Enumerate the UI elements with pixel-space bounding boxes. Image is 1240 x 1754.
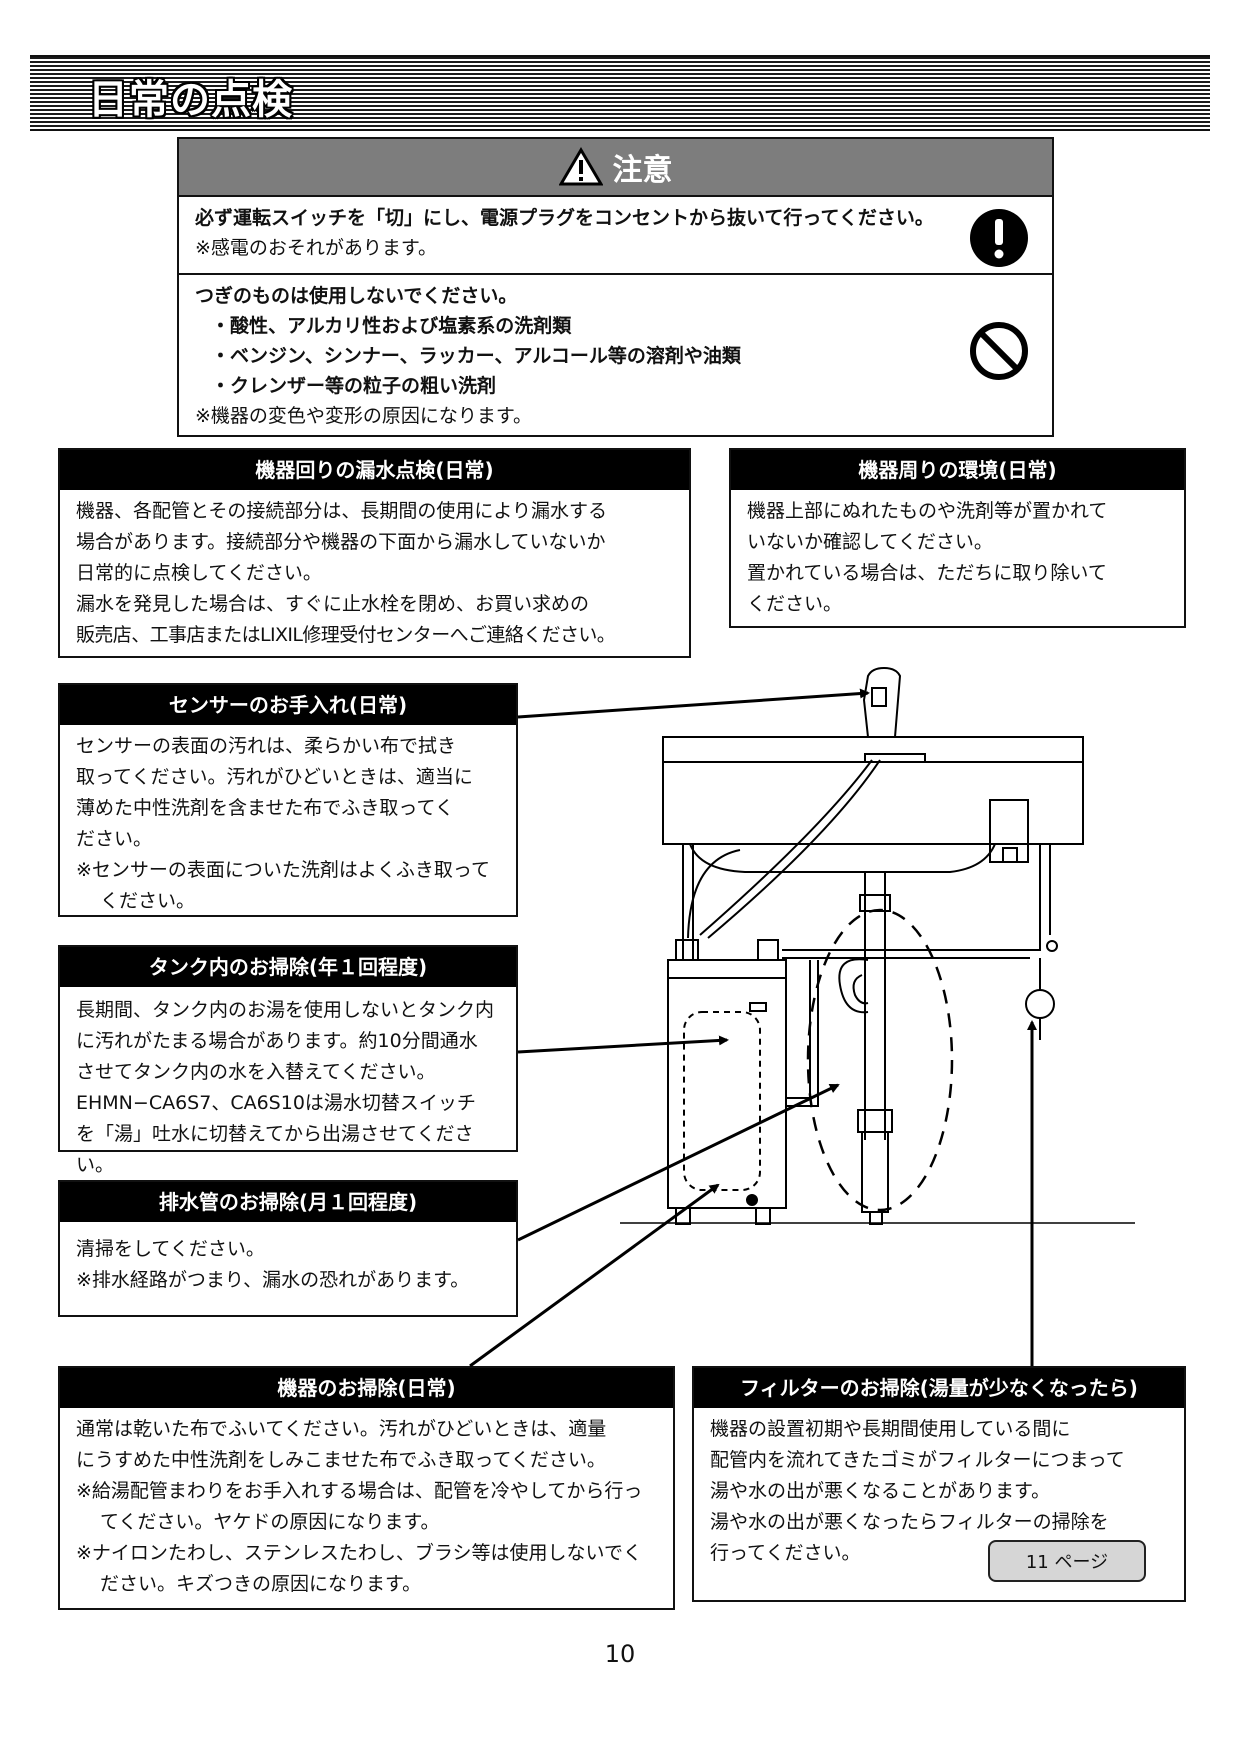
environment-section: 機器周りの環境(日常) 機器上部にぬれたものや洗剤等が置かれて いないか確認して…	[729, 448, 1186, 628]
body-line: 漏水を発見した場合は、すぐに止水栓を閉め、お買い求めの	[76, 593, 590, 615]
body-line: 場合があります。接続部分や機器の下面から漏水していないか	[76, 531, 606, 553]
caution-list-item: ・クレンザー等の粒子の粗い洗剤	[211, 375, 497, 397]
body-line: 置かれている場合は、ただちに取り除いて	[747, 562, 1107, 584]
warning-triangle-icon	[558, 147, 603, 186]
body-line: 通常は乾いた布でふいてください。汚れがひどいときは、適量	[76, 1418, 607, 1440]
section-body: 機器上部にぬれたものや洗剤等が置かれて いないか確認してください。 置かれている…	[731, 490, 1184, 626]
body-line: させてタンク内の水を入替えてください。	[76, 1061, 436, 1083]
unit-arrow	[469, 1183, 720, 1368]
body-line: EHMN−CA6S7、CA6S10は湯水切替スイッチ	[76, 1092, 476, 1114]
body-line: 行ってください。	[710, 1542, 861, 1564]
body-note: ※センサーの表面についた洗剤はよくふき取ってください。	[76, 859, 490, 912]
body-line: を「湯」吐水に切替えてから出湯させてください。	[76, 1123, 474, 1176]
body-note: ※ナイロンたわし、ステンレスたわし、ブラシ等は使用しないでください。キズつきの原…	[76, 1542, 642, 1595]
title-bar: 日常の点検	[30, 55, 1210, 131]
section-heading: 機器のお掃除(日常)	[60, 1368, 673, 1408]
section-heading: フィルターのお掃除(湯量が少なくなったら)	[694, 1368, 1184, 1408]
body-line: ください。	[747, 593, 843, 615]
section-heading: 機器周りの環境(日常)	[731, 450, 1184, 490]
body-line: 湯や水の出が悪くなったらフィルターの掃除を	[710, 1511, 1109, 1533]
section-body: センサーの表面の汚れは、柔らかい布で拭き 取ってください。汚れがひどいときは、適…	[60, 725, 516, 923]
body-line: ※排水経路がつまり、漏水の恐れがあります。	[76, 1269, 470, 1291]
body-line: 湯や水の出が悪くなることがあります。	[710, 1480, 1051, 1502]
section-body: 通常は乾いた布でふいてください。汚れがひどいときは、適量 にうすめた中性洗剤をし…	[60, 1408, 673, 1606]
unit-clean-section: 機器のお掃除(日常) 通常は乾いた布でふいてください。汚れがひどいときは、適量 …	[58, 1366, 675, 1610]
faucet	[862, 666, 902, 738]
section-body: 清掃をしてください。 ※排水経路がつまり、漏水の恐れがあります。	[60, 1222, 516, 1302]
body-line: 清掃をしてください。	[76, 1238, 265, 1260]
tank-arrow	[517, 1035, 729, 1054]
control-box	[989, 799, 1029, 863]
caution-item-1: 必ず運転スイッチを「切」にし、電源プラグをコンセントから抜いて行ってください。 …	[179, 197, 1052, 275]
body-line: 販売店、工事店またはLIXIL修理受付センターへご連絡ください。	[76, 624, 616, 646]
body-line: 長期間、タンク内のお湯を使用しないとタンク内	[76, 999, 495, 1021]
body-line: いないか確認してください。	[747, 531, 993, 553]
leak-check-section: 機器回りの漏水点検(日常) 機器、各配管とその接続部分は、長期間の使用により漏水…	[58, 448, 691, 658]
caution-item-2: つぎのものは使用しないでください。 ・酸性、アルカリ性および塩素系の洗剤類 ・ベ…	[179, 275, 1052, 439]
section-body: 機器の設置初期や長期間使用している間に 配管内を流れてきたゴミがフィルターにつま…	[694, 1408, 1184, 1575]
mandatory-exclamation-icon	[970, 209, 1028, 267]
body-line: 機器、各配管とその接続部分は、長期間の使用により漏水する	[76, 500, 608, 522]
body-line: センサーの表面の汚れは、柔らかい布で拭き	[76, 735, 457, 757]
body-line: 日常的に点検してください。	[76, 562, 322, 584]
section-heading: タンク内のお掃除(年１回程度)	[60, 947, 516, 987]
caution-list-item: ・ベンジン、シンナー、ラッカー、アルコール等の溶剤や油類	[211, 345, 741, 367]
caution-heading: 注意	[612, 153, 673, 188]
body-line: 機器上部にぬれたものや洗剤等が置かれて	[747, 500, 1108, 522]
caution-box: 注意 必ず運転スイッチを「切」にし、電源プラグをコンセントから抜いて行ってくださ…	[177, 137, 1054, 437]
caution-item-1-text: 必ず運転スイッチを「切」にし、電源プラグをコンセントから抜いて行ってください。	[195, 207, 934, 229]
body-line: 取ってください。汚れがひどいときは、適当に	[76, 766, 473, 788]
page-reference-button[interactable]: 11 ページ	[988, 1540, 1146, 1582]
body-note: ※給湯配管まわりをお手入れする場合は、配管を冷やしてから行ってください。ヤケドの…	[76, 1480, 643, 1533]
prohibited-icon	[970, 322, 1028, 380]
page-title: 日常の点検	[88, 77, 293, 123]
body-line: ださい。	[76, 828, 153, 850]
caution-item-2-text: つぎのものは使用しないでください。	[195, 285, 518, 307]
drain-arrow	[517, 1083, 840, 1242]
section-heading: 排水管のお掃除(月１回程度)	[60, 1182, 516, 1222]
section-body: 長期間、タンク内のお湯を使用しないとタンク内 に汚れがたまる場合があります。約1…	[60, 987, 516, 1187]
page-number: 10	[604, 1640, 636, 1668]
filter-valve	[1025, 989, 1055, 1019]
sensor-arrow	[517, 688, 870, 719]
body-line: に汚れがたまる場合があります。約10分間通水	[76, 1030, 478, 1052]
body-line: 配管内を流れてきたゴミがフィルターにつまって	[710, 1449, 1125, 1471]
caution-list-item: ・酸性、アルカリ性および塩素系の洗剤類	[211, 315, 572, 337]
body-line: 機器の設置初期や長期間使用している間に	[710, 1418, 1071, 1440]
body-line: にうすめた中性洗剤をしみこませた布でふき取ってください。	[76, 1449, 606, 1471]
water-heater-tank	[667, 959, 787, 1209]
drain-highlight-oval	[806, 908, 954, 1212]
section-heading: センサーのお手入れ(日常)	[60, 685, 516, 725]
caution-item-2-note: ※機器の変色や変形の原因になります。	[195, 405, 533, 427]
sensor-section: センサーのお手入れ(日常) センサーの表面の汚れは、柔らかい布で拭き 取ってくだ…	[58, 683, 518, 917]
caution-item-1-note: ※感電のおそれがあります。	[195, 237, 438, 259]
body-line: 薄めた中性洗剤を含ませた布でふき取ってく	[76, 797, 454, 819]
section-body: 機器、各配管とその接続部分は、長期間の使用により漏水する 場合があります。接続部…	[60, 490, 689, 657]
tank-section: タンク内のお掃除(年１回程度) 長期間、タンク内のお湯を使用しないとタンク内 に…	[58, 945, 518, 1176]
section-heading: 機器回りの漏水点検(日常)	[60, 450, 689, 490]
drain-section: 排水管のお掃除(月１回程度) 清掃をしてください。 ※排水経路がつまり、漏水の恐…	[58, 1180, 518, 1317]
caution-header: 注意	[179, 139, 1052, 197]
